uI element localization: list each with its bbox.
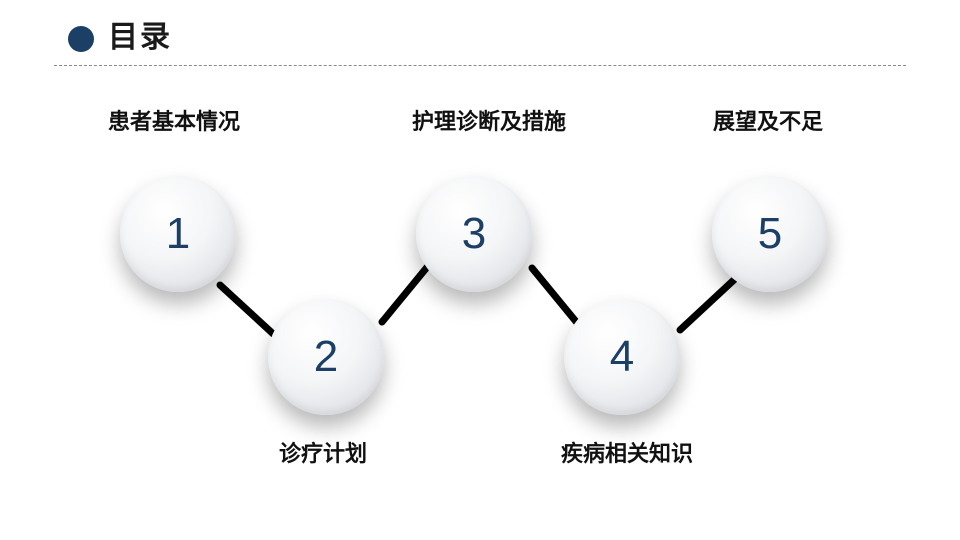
step-number-2: 2 — [313, 332, 339, 381]
step-circle-3[interactable]: 3 — [416, 176, 532, 292]
step-label-3: 护理诊断及措施 — [411, 110, 567, 135]
step-label-5: 展望及不足 — [712, 110, 824, 135]
step-number-1: 1 — [165, 209, 191, 258]
step-label-4: 疾病相关知识 — [560, 442, 694, 467]
connector-1-2 — [216, 281, 286, 346]
step-number-5: 5 — [757, 209, 783, 258]
step-number-3: 3 — [461, 209, 487, 258]
step-label-1: 患者基本情况 — [107, 110, 241, 135]
step-label-2: 诊疗计划 — [278, 442, 368, 467]
step-number-4: 4 — [609, 332, 635, 381]
title-divider — [54, 65, 906, 66]
connector-4-5 — [676, 274, 740, 334]
title-bullet-icon — [68, 26, 94, 52]
step-circle-2[interactable]: 2 — [268, 299, 384, 415]
page-title: 目录 — [108, 20, 172, 55]
step-circle-1[interactable]: 1 — [120, 176, 236, 292]
connector-2-3 — [378, 262, 432, 326]
step-circle-5[interactable]: 5 — [712, 176, 828, 292]
connector-3-4 — [528, 264, 582, 328]
step-circle-4[interactable]: 4 — [564, 299, 680, 415]
